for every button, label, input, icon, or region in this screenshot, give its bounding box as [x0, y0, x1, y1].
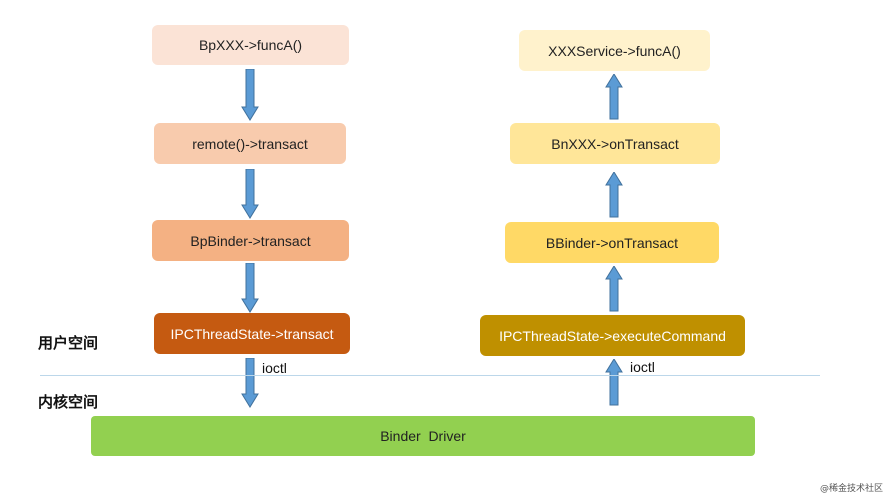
ipcthreadstate-executecommand-box: IPCThreadState->executeCommand: [480, 315, 745, 356]
bpbinder-transact-box: BpBinder->transact: [152, 220, 349, 261]
xxxservice-funca-label: XXXService->funcA(): [548, 42, 681, 59]
remote-transact-label: remote()->transact: [192, 135, 308, 152]
bnxxx-ontransact-label: BnXXX->onTransact: [551, 135, 679, 152]
ipcthreadstate-transact-box: IPCThreadState->transact: [154, 313, 350, 354]
bbinder-ontransact-label: BBinder->onTransact: [545, 234, 679, 251]
down-arrow-icon: [241, 263, 259, 313]
ioctl-left-label: ioctl: [262, 360, 287, 376]
bbinder-ontransact-box: BBinder->onTransact: [505, 222, 719, 263]
ipcthreadstate-executecommand-label: IPCThreadState->executeCommand: [499, 327, 726, 344]
watermark: @稀金技术社区: [819, 484, 883, 494]
down-arrow-icon: [241, 358, 259, 408]
up-arrow-icon: [605, 74, 623, 120]
bpbinder-transact-label: BpBinder->transact: [190, 232, 311, 249]
remote-transact-box: remote()->transact: [154, 123, 346, 164]
bpxxx-funca-label: BpXXX->funcA(): [198, 37, 303, 53]
down-arrow-icon: [241, 169, 259, 219]
ioctl-right-label: ioctl: [630, 359, 655, 375]
binder-driver-box: Binder Driver: [91, 416, 755, 456]
user-space-label: 用户空间: [38, 334, 99, 352]
xxxservice-funca-box: XXXService->funcA(): [519, 30, 710, 71]
up-arrow-icon: [605, 172, 623, 218]
user-kernel-divider: [40, 375, 820, 376]
up-arrow-icon: [605, 266, 623, 312]
up-arrow-icon: [605, 359, 623, 406]
ipcthreadstate-transact-label: IPCThreadState->transact: [170, 325, 334, 342]
down-arrow-icon: [241, 69, 259, 121]
binder-driver-label: Binder Driver: [380, 428, 466, 444]
bnxxx-ontransact-box: BnXXX->onTransact: [510, 123, 720, 164]
bpxxx-funca-box: BpXXX->funcA(): [152, 25, 349, 65]
kernel-space-label: 内核空间: [38, 393, 99, 411]
